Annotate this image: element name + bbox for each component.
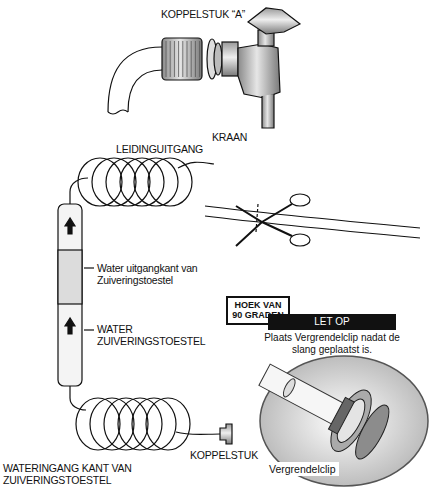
washer xyxy=(214,43,222,75)
tube xyxy=(178,162,214,168)
knurl-stroke xyxy=(199,41,200,77)
scissor-blade xyxy=(236,206,292,236)
faucet-body xyxy=(238,44,280,98)
scissor-handle xyxy=(290,194,310,206)
knurl-stroke xyxy=(174,41,175,77)
tube xyxy=(70,178,88,205)
coiled-tube xyxy=(106,158,150,206)
knurl-stroke xyxy=(187,41,188,77)
leader-line xyxy=(84,267,94,268)
coiled-tube xyxy=(78,158,122,206)
part-name: KOPPELSTUK “A” xyxy=(148,8,258,20)
knurl-stroke xyxy=(166,41,167,77)
part-name: KRAAN xyxy=(212,131,272,143)
caution-box: LET OPPlaats Vergrendelclip nadat de sla… xyxy=(262,314,402,358)
knurl-stroke xyxy=(182,41,183,77)
coiled-tube xyxy=(118,398,162,450)
coiled-tube xyxy=(146,398,190,450)
tube xyxy=(70,386,86,410)
scissor-blade xyxy=(236,204,292,246)
connector-fitting xyxy=(220,424,232,444)
tube-and-clip xyxy=(258,354,397,467)
note-text: Water uitgangkant van Zuiveringstoestel xyxy=(97,262,209,286)
part-name: WATER ZUIVERINGSTOESTEL xyxy=(97,323,207,347)
coiled-tube xyxy=(90,398,134,450)
inset-circle: Vergrendelclip xyxy=(258,354,430,488)
knurl-stroke xyxy=(191,41,192,77)
scissor-handle xyxy=(290,234,310,246)
coiled-tube xyxy=(148,158,192,206)
coiled-tube xyxy=(76,398,120,450)
faucet-inlet xyxy=(222,42,238,76)
purifier-label xyxy=(58,250,82,304)
hose-cut xyxy=(108,110,128,114)
knurl-stroke xyxy=(170,41,171,77)
coiled-tube xyxy=(104,398,148,450)
hose xyxy=(128,70,162,112)
flow-arrow xyxy=(65,218,75,234)
coiled-tube xyxy=(120,158,164,206)
coiled-tube xyxy=(92,158,136,206)
purifier-body xyxy=(58,204,82,386)
faucet-handle xyxy=(248,8,300,34)
leader-line xyxy=(84,329,94,330)
part-name: LEIDINGUITGANG xyxy=(116,143,236,155)
coiled-tube xyxy=(134,158,178,206)
hose xyxy=(108,47,162,112)
tube xyxy=(176,432,220,435)
knurl-stroke xyxy=(195,41,196,77)
caution-heading: LET OP xyxy=(268,314,396,330)
coiled-tube xyxy=(132,398,176,450)
knurl-stroke xyxy=(178,41,179,77)
part-name: Vergrendelclip xyxy=(266,462,339,476)
coupling-nut xyxy=(162,38,202,80)
faucet-spout xyxy=(262,94,274,128)
part-name: WATERINGANG KANT VAN ZUIVERINGSTOESTEL xyxy=(3,462,193,486)
tube xyxy=(205,206,420,228)
part-name: KOPPELSTUK xyxy=(190,449,280,461)
tube xyxy=(205,216,420,238)
flow-arrow xyxy=(65,318,75,334)
caution-text: Plaats Vergrendelclip nadat de slang gep… xyxy=(262,330,402,358)
